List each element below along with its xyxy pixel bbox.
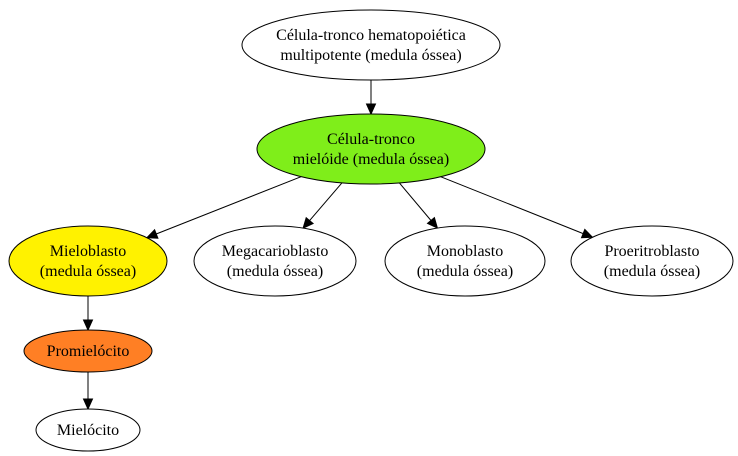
node-myelocyte: Mielócito — [35, 408, 141, 452]
node-ellipse — [23, 329, 153, 373]
node-ellipse — [8, 225, 168, 297]
node-megakaryoblast: Megacarioblasto (medula óssea) — [193, 225, 357, 297]
edge-promyelocyte-to-myelocyte — [82, 372, 94, 411]
edges-layer — [82, 80, 594, 411]
node-label-line: Monoblasto — [427, 243, 503, 260]
arrow-head-icon — [82, 319, 94, 332]
node-hsc: Célula-tronco hematopoiética multipotente… — [241, 9, 501, 81]
edge-hsc-to-myeloid — [365, 80, 377, 116]
arrow-head-icon — [145, 228, 159, 239]
arrow-head-icon — [365, 103, 377, 116]
nodes-layer: Célula-tronco hematopoiética multipotente… — [8, 9, 734, 452]
node-label-line: Célula-tronco — [327, 131, 415, 148]
node-label-line: Mielócito — [57, 422, 119, 439]
node-ellipse — [570, 225, 734, 297]
node-label-line: Mieloblasto — [50, 243, 126, 260]
edge-myeloid-to-megakaryoblast — [302, 182, 343, 230]
node-label-line: multipotente (medula óssea) — [280, 47, 461, 64]
edge-myeloid-to-monoblast — [399, 182, 439, 230]
arrow-head-icon — [426, 216, 439, 230]
node-label-line: (medula óssea) — [227, 263, 323, 280]
edge-myeloid-to-myeloblast — [145, 176, 302, 239]
edge-line — [399, 182, 432, 221]
node-label-line: (medula óssea) — [40, 263, 136, 280]
node-promyelocyte: Promielócito — [23, 329, 153, 373]
node-ellipse — [241, 9, 501, 81]
node-proerythroblast: Proeritroblasto (medula óssea) — [570, 225, 734, 297]
node-ellipse — [384, 225, 546, 297]
node-ellipse — [35, 408, 141, 452]
arrow-head-icon — [302, 216, 315, 230]
node-label-line: Célula-tronco hematopoiética — [276, 27, 466, 44]
node-label-line: Promielócito — [47, 343, 130, 360]
edge-myeloblast-to-promyelocyte — [82, 296, 94, 332]
node-label-line: (medula óssea) — [604, 263, 700, 280]
node-ellipse — [193, 225, 357, 297]
node-myeloblast: Mieloblasto (medula óssea) — [8, 225, 168, 297]
edge-line — [309, 182, 343, 221]
node-label-line: (medula óssea) — [417, 263, 513, 280]
node-label-line: mielóide (medula óssea) — [293, 151, 449, 168]
node-label-line: Megacarioblasto — [222, 243, 329, 260]
arrow-head-icon — [580, 228, 594, 239]
edge-line — [156, 176, 302, 235]
node-ellipse — [256, 113, 486, 185]
arrow-head-icon — [82, 398, 94, 411]
node-label-line: Proeritroblasto — [604, 243, 699, 260]
edge-line — [440, 176, 584, 235]
node-myeloid: Célula-tronco mielóide (medula óssea) — [256, 113, 486, 185]
node-monoblast: Monoblasto (medula óssea) — [384, 225, 546, 297]
edge-myeloid-to-proerythroblast — [440, 176, 594, 239]
